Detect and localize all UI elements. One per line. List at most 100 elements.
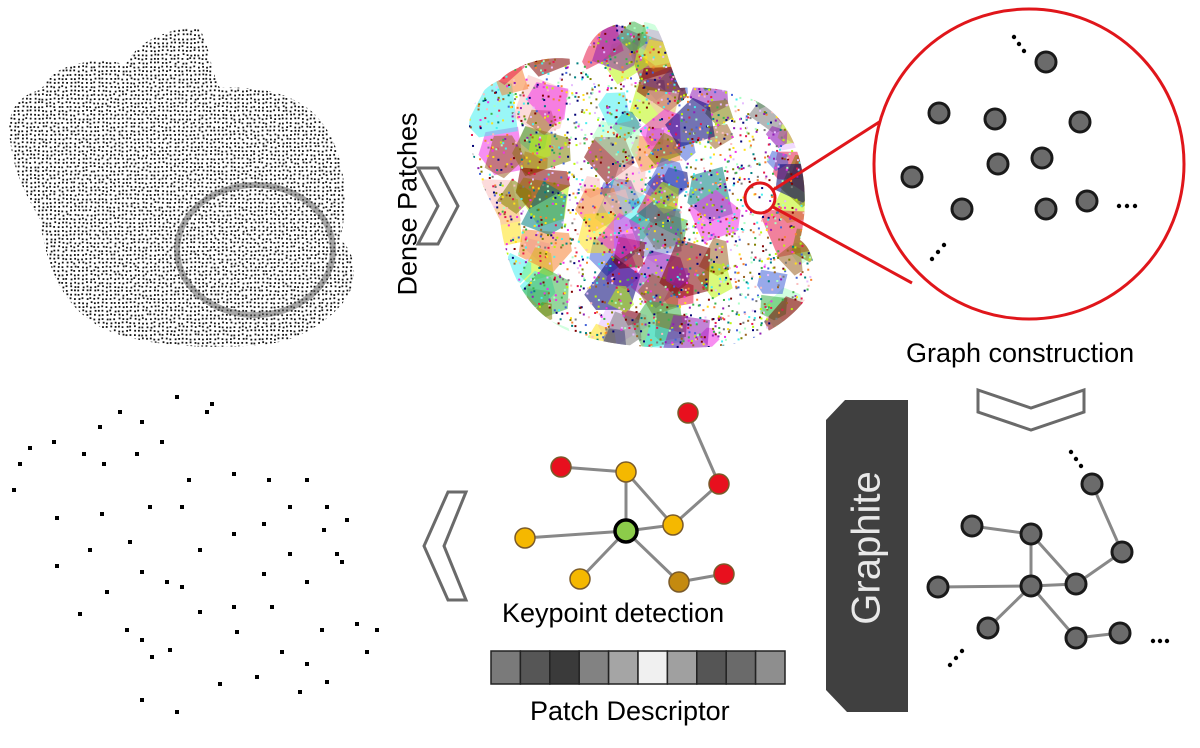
dense-patches-chevron-icon — [418, 168, 458, 244]
zoom-magnified-circle — [874, 9, 1184, 319]
keypoint-node — [669, 572, 689, 592]
descriptor-cell — [697, 651, 726, 684]
sparse-keypoint — [322, 528, 326, 532]
descriptor-cell — [550, 651, 579, 684]
patch-descriptor-bar — [491, 651, 785, 684]
keypoint-graph — [515, 403, 734, 592]
graph-node — [1110, 623, 1130, 643]
sparse-keypoint — [355, 622, 359, 626]
sparse-keypoint — [288, 552, 292, 556]
sparse-keypoint — [180, 585, 184, 589]
sparse-keypoint — [232, 472, 236, 476]
sparse-keypoint — [175, 395, 179, 399]
zoom-node — [1070, 112, 1090, 132]
sparse-keypoint — [55, 564, 59, 568]
graph-node — [1066, 574, 1086, 594]
graph-node — [1021, 524, 1041, 544]
sparse-keypoint — [270, 605, 274, 609]
keypoint-node — [709, 474, 729, 494]
keypoint-node — [678, 403, 698, 423]
sparse-keypoint — [298, 690, 302, 694]
sparse-keypoint — [160, 440, 164, 444]
sparse-keypoint — [18, 462, 22, 466]
sparse-keypoint — [335, 552, 339, 556]
graph-node — [1112, 542, 1132, 562]
sparse-keypoint — [345, 518, 349, 522]
sparse-keypoint — [128, 540, 132, 544]
sparse-keypoint — [305, 580, 309, 584]
descriptor-cell — [609, 651, 638, 684]
descriptor-cell — [726, 651, 755, 684]
keypoint-node — [551, 457, 571, 477]
sparse-keypoint — [205, 410, 209, 414]
zoom-node — [1077, 191, 1097, 211]
zoom-node — [985, 109, 1005, 129]
sparse-keypoint — [52, 440, 56, 444]
sparse-keypoint — [105, 590, 109, 594]
sparse-keypoint — [232, 605, 236, 609]
zoom-node — [952, 199, 972, 219]
keypoint-node — [663, 515, 683, 535]
zoom-node — [1036, 52, 1056, 72]
graph-node — [1066, 628, 1086, 648]
sparse-keypoint — [218, 682, 222, 686]
keypoint-output-chevron-icon — [424, 492, 466, 600]
descriptor-cell — [667, 651, 696, 684]
sparse-keypoint — [78, 612, 82, 616]
graphite-label: Graphite — [845, 471, 890, 624]
sparse-keypoint — [288, 505, 292, 509]
sparse-keypoint — [100, 512, 104, 516]
keypoint-node — [615, 520, 637, 542]
descriptor-cell — [491, 651, 520, 684]
descriptor-cell — [520, 651, 549, 684]
sparse-keypoint — [375, 628, 379, 632]
sparse-keypoint — [232, 532, 236, 536]
graph-node — [1082, 474, 1102, 494]
keypoint-node — [570, 569, 590, 589]
sparse-keypoint — [165, 580, 169, 584]
sparse-keypoint — [88, 548, 92, 552]
sparse-keypoint — [140, 420, 144, 424]
sparse-keypoint — [102, 462, 106, 466]
sparse-keypoint — [140, 698, 144, 702]
sparse-keypoint — [148, 505, 152, 509]
sparse-keypoint — [140, 570, 144, 574]
graph-edge — [938, 586, 1031, 587]
sparse-keypoint — [98, 425, 102, 429]
sparse-keypoint — [150, 655, 154, 659]
graph-construction-label: Graph construction — [906, 338, 1134, 369]
sparse-keypoint — [280, 650, 284, 654]
graph-construction-chevron-icon — [978, 390, 1084, 430]
keypoint-node — [515, 528, 535, 548]
graph-node — [962, 516, 982, 536]
patched-bunny — [465, 8, 834, 382]
sparse-keypoint — [28, 446, 32, 450]
sparse-keypoint — [198, 610, 202, 614]
sparse-keypoint — [305, 662, 309, 666]
zoom-node — [1032, 148, 1052, 168]
sparse-keypoint — [198, 548, 202, 552]
sparse-keypoint — [340, 560, 344, 564]
sparse-keypoint — [82, 452, 86, 456]
descriptor-cell — [756, 651, 785, 684]
constructed-graph — [928, 474, 1132, 648]
sparse-keypoint — [135, 452, 139, 456]
sparse-keypoint — [12, 488, 16, 492]
sparse-keypoint — [140, 638, 144, 642]
sparse-keypoint — [325, 680, 329, 684]
graph-node — [1021, 576, 1041, 596]
sparse-keypoint — [262, 522, 266, 526]
descriptor-cell — [638, 651, 667, 684]
graph-node — [928, 577, 948, 597]
keypoint-detection-label: Keypoint detection — [502, 598, 724, 629]
patch-descriptor-label: Patch Descriptor — [530, 696, 730, 727]
sparse-keypoint — [187, 478, 191, 482]
descriptor-cell — [579, 651, 608, 684]
sparse-keypoint — [118, 410, 122, 414]
zoom-node — [1036, 199, 1056, 219]
keypoint-node — [616, 462, 636, 482]
sparse-keypoint — [168, 648, 172, 652]
sparse-keypoint — [255, 675, 259, 679]
zoom-node — [929, 103, 949, 123]
